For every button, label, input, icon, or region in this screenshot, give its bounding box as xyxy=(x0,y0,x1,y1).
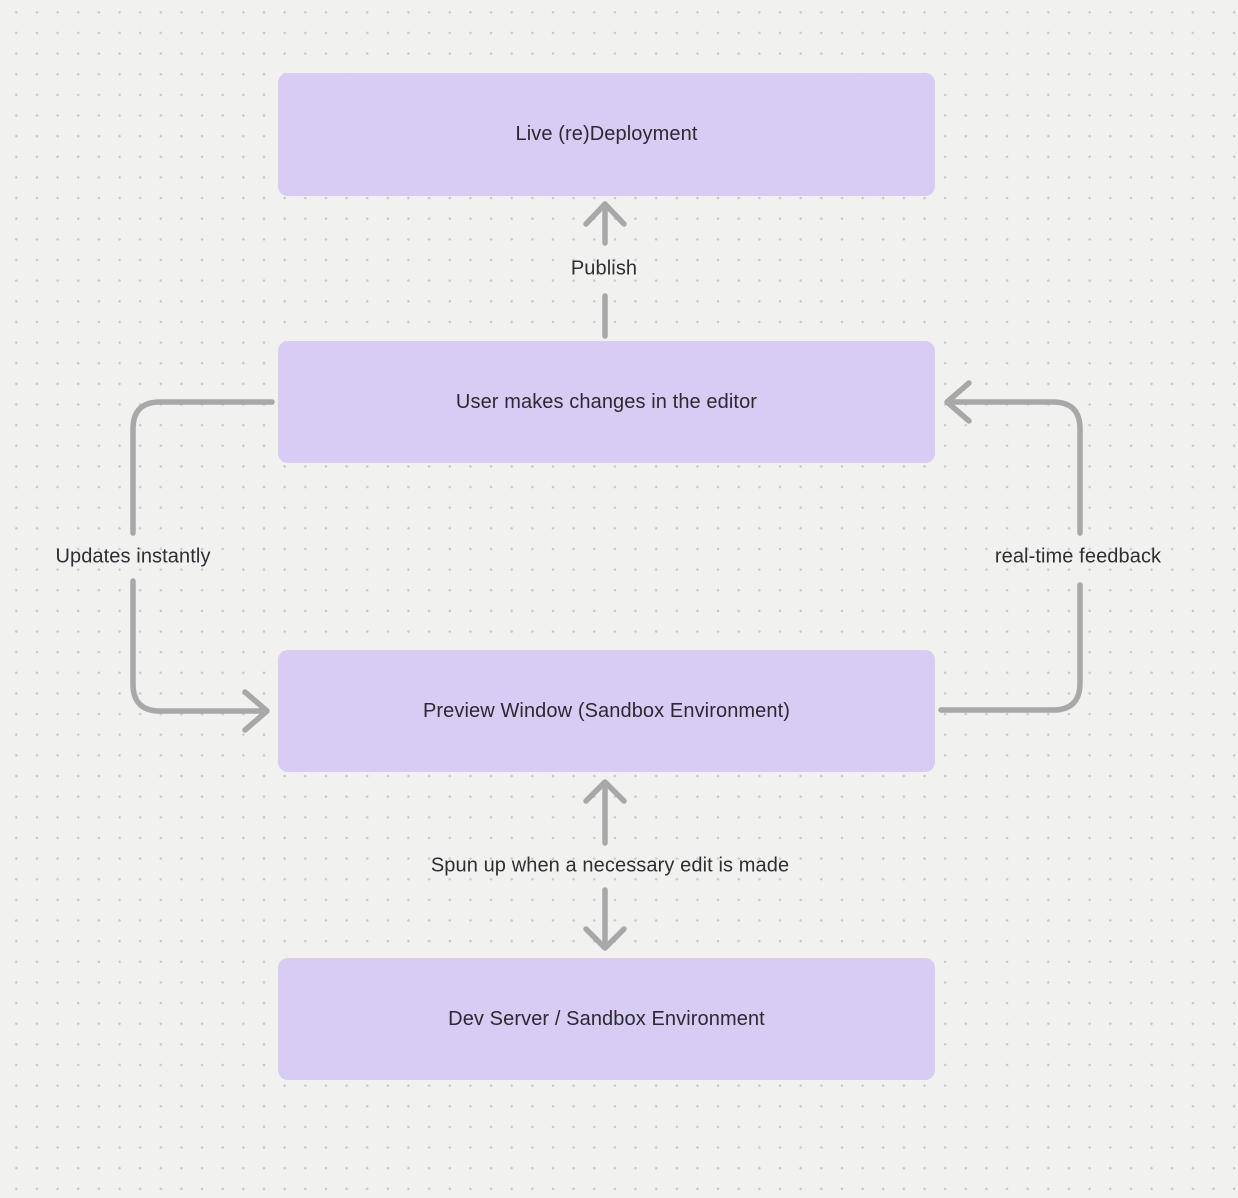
node-label: User makes changes in the editor xyxy=(455,390,758,413)
edge-publish-arrow[interactable] xyxy=(583,201,627,339)
arrowhead-down-icon xyxy=(583,926,627,951)
node-live-redeployment[interactable]: Live (re)Deployment xyxy=(278,73,935,196)
node-preview-window[interactable]: Preview Window (Sandbox Environment) xyxy=(278,650,935,772)
node-user-editor[interactable]: User makes changes in the editor xyxy=(278,341,935,463)
arrowhead-up-icon xyxy=(583,201,627,227)
node-label: Preview Window (Sandbox Environment) xyxy=(422,699,791,722)
edge-label-spun-up[interactable]: Spun up when a necessary edit is made xyxy=(430,854,790,877)
node-dev-server[interactable]: Dev Server / Sandbox Environment xyxy=(278,958,935,1080)
edge-spun-up-arrow[interactable] xyxy=(583,779,627,951)
node-label: Live (re)Deployment xyxy=(515,123,698,145)
edge-label-updates-instantly[interactable]: Updates instantly xyxy=(55,545,211,568)
edge-realtime-feedback-arrow[interactable] xyxy=(938,380,1083,713)
edge-label-realtime-feedback[interactable]: real-time feedback xyxy=(994,545,1162,568)
arrowhead-right-icon xyxy=(242,689,270,733)
node-label: Dev Server / Sandbox Environment xyxy=(448,1007,765,1030)
edge-updates-instantly-arrow[interactable] xyxy=(130,399,275,733)
arrowhead-left-icon xyxy=(944,380,972,424)
arrowhead-up-icon xyxy=(583,779,627,804)
edge-label-publish[interactable]: Publish xyxy=(570,257,638,280)
